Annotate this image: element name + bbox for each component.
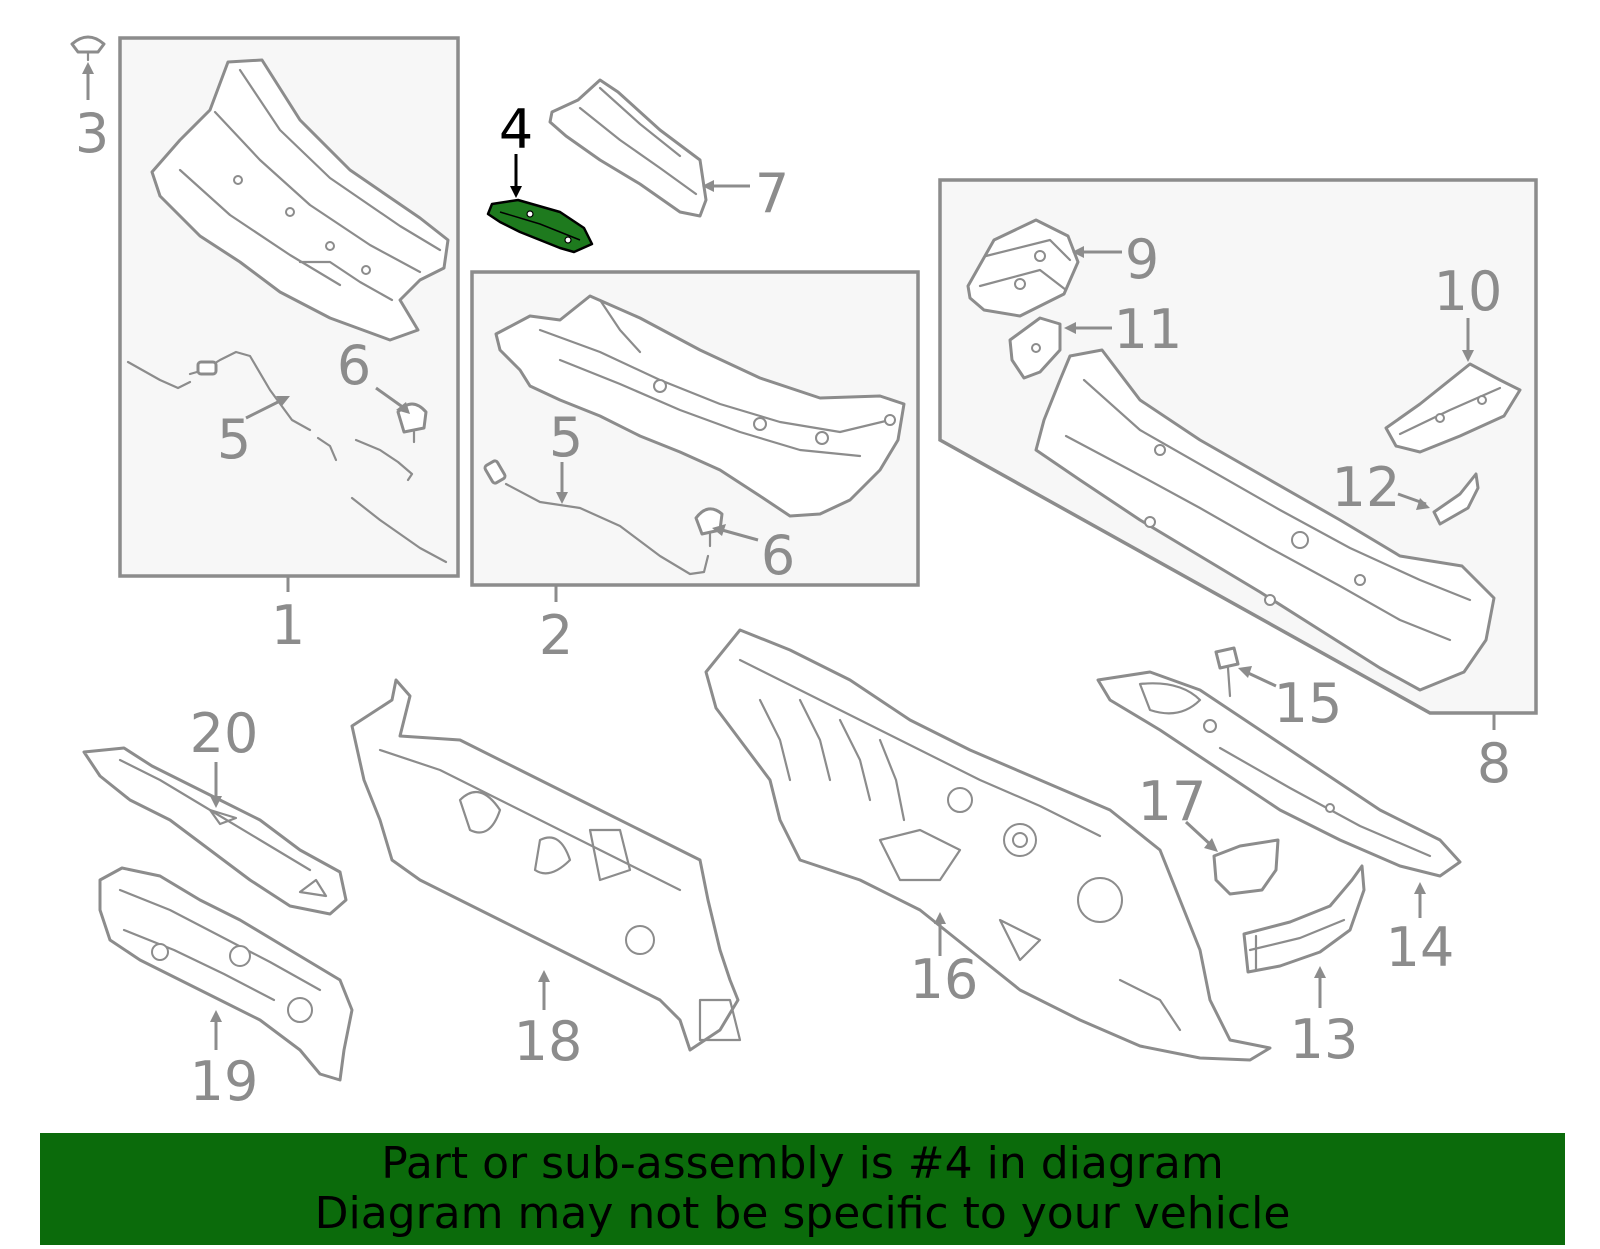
callout-8[interactable]: 8 — [1477, 732, 1511, 795]
part-19-insulator[interactable] — [98, 866, 354, 1082]
callout-6-mid[interactable]: 6 — [761, 524, 795, 587]
callout-2[interactable]: 2 — [539, 604, 573, 667]
part-10-bracket[interactable] — [1384, 362, 1522, 454]
part-15-bolt[interactable] — [1214, 646, 1240, 698]
part-5-washer-hose-mid[interactable] — [483, 459, 710, 576]
callout-12[interactable]: 12 — [1332, 456, 1401, 519]
part-17-insulator[interactable] — [1212, 838, 1280, 896]
part-2-cowl-panel[interactable] — [494, 294, 906, 518]
callout-14[interactable]: 14 — [1386, 916, 1455, 979]
callout-18[interactable]: 18 — [514, 1010, 583, 1073]
part-20-insulator[interactable] — [82, 746, 348, 916]
banner-line-1: Part or sub-assembly is #4 in diagram — [381, 1138, 1224, 1189]
callout-11[interactable]: 11 — [1114, 298, 1183, 361]
part-1-cowl-panel[interactable] — [150, 58, 450, 342]
part-3-clip[interactable] — [70, 35, 106, 62]
info-banner: Part or sub-assembly is #4 in diagram Di… — [40, 1133, 1565, 1245]
leader-lines — [82, 62, 1496, 1050]
callout-17[interactable]: 17 — [1138, 770, 1207, 833]
part-4-highlighted-bracket[interactable] — [486, 198, 594, 254]
callout-6-left[interactable]: 6 — [337, 334, 371, 397]
callout-20[interactable]: 20 — [190, 702, 259, 765]
part-5-washer-hose-left[interactable] — [126, 350, 448, 564]
callout-5-left[interactable]: 5 — [217, 408, 251, 471]
callout-10[interactable]: 10 — [1434, 260, 1503, 323]
callout-numbers: 3 4 7 6 5 1 5 6 2 9 11 10 12 8 15 20 17 … — [75, 98, 1511, 1113]
callout-9[interactable]: 9 — [1125, 228, 1159, 291]
part-12-bracket[interactable] — [1432, 472, 1480, 526]
callout-5-mid[interactable]: 5 — [549, 406, 583, 469]
callout-16[interactable]: 16 — [910, 948, 979, 1011]
part-11-bracket[interactable] — [1008, 316, 1062, 380]
callout-7[interactable]: 7 — [755, 162, 789, 225]
callout-3[interactable]: 3 — [75, 102, 109, 165]
callout-13[interactable]: 13 — [1290, 1008, 1359, 1071]
part-9-bracket[interactable] — [966, 218, 1080, 318]
banner-line-2: Diagram may not be specific to your vehi… — [314, 1188, 1291, 1239]
callout-1[interactable]: 1 — [271, 594, 305, 657]
part-7-bracket[interactable] — [548, 78, 708, 218]
part-16-dash-panel[interactable] — [704, 628, 1272, 1062]
part-18-dash-insulator[interactable] — [350, 678, 742, 1052]
callout-4[interactable]: 4 — [499, 98, 533, 161]
part-8-cowl-crossmember[interactable] — [1034, 348, 1496, 692]
callout-19[interactable]: 19 — [190, 1050, 259, 1113]
part-14-reinforcement[interactable] — [1096, 670, 1462, 878]
part-13-bracket[interactable] — [1242, 864, 1366, 974]
callout-15[interactable]: 15 — [1274, 672, 1343, 735]
